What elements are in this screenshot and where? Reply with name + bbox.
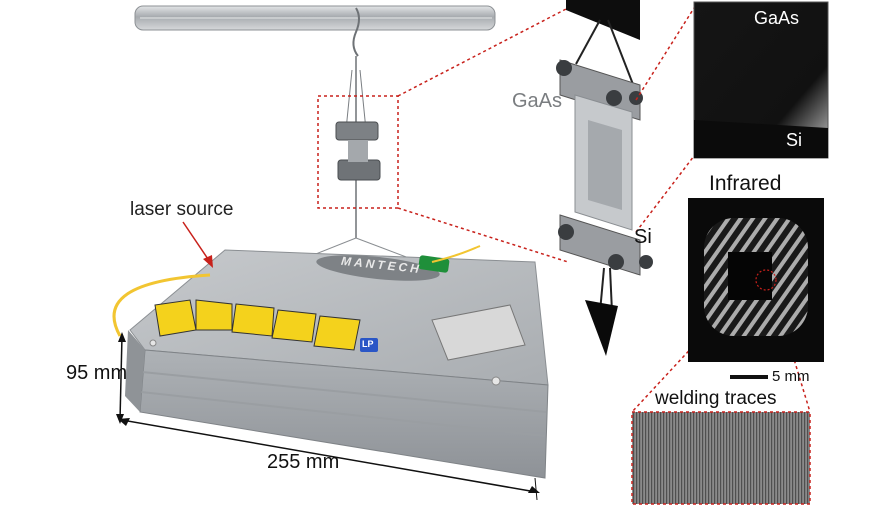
scale-bar-label: 5 mm bbox=[772, 368, 810, 385]
manufacturer-badge: LP bbox=[362, 339, 374, 349]
height-dimension-label: 95 mm bbox=[66, 362, 128, 384]
gaas-si-inset bbox=[693, 1, 829, 159]
gaas-label: GaAs bbox=[512, 90, 563, 112]
infrared-title: Infrared bbox=[709, 172, 782, 195]
welding-traces-label: welding traces bbox=[655, 388, 777, 409]
zoom-frame bbox=[317, 7, 569, 263]
dimension-lines bbox=[116, 332, 540, 501]
laser-source-label: laser source bbox=[130, 199, 234, 220]
gaas-inset-label: GaAs bbox=[754, 8, 800, 28]
width-dimension-label: 255 mm bbox=[267, 451, 340, 473]
support-rod bbox=[134, 5, 496, 31]
laser-box bbox=[112, 245, 549, 479]
si-label: Si bbox=[634, 226, 652, 248]
welding-traces-inset bbox=[631, 411, 811, 505]
laser-source-pointer bbox=[182, 221, 213, 268]
infrared-inset bbox=[688, 198, 824, 362]
si-inset-label: Si bbox=[786, 130, 803, 150]
sample-schematic bbox=[556, 0, 653, 356]
scale-bar bbox=[730, 375, 768, 379]
